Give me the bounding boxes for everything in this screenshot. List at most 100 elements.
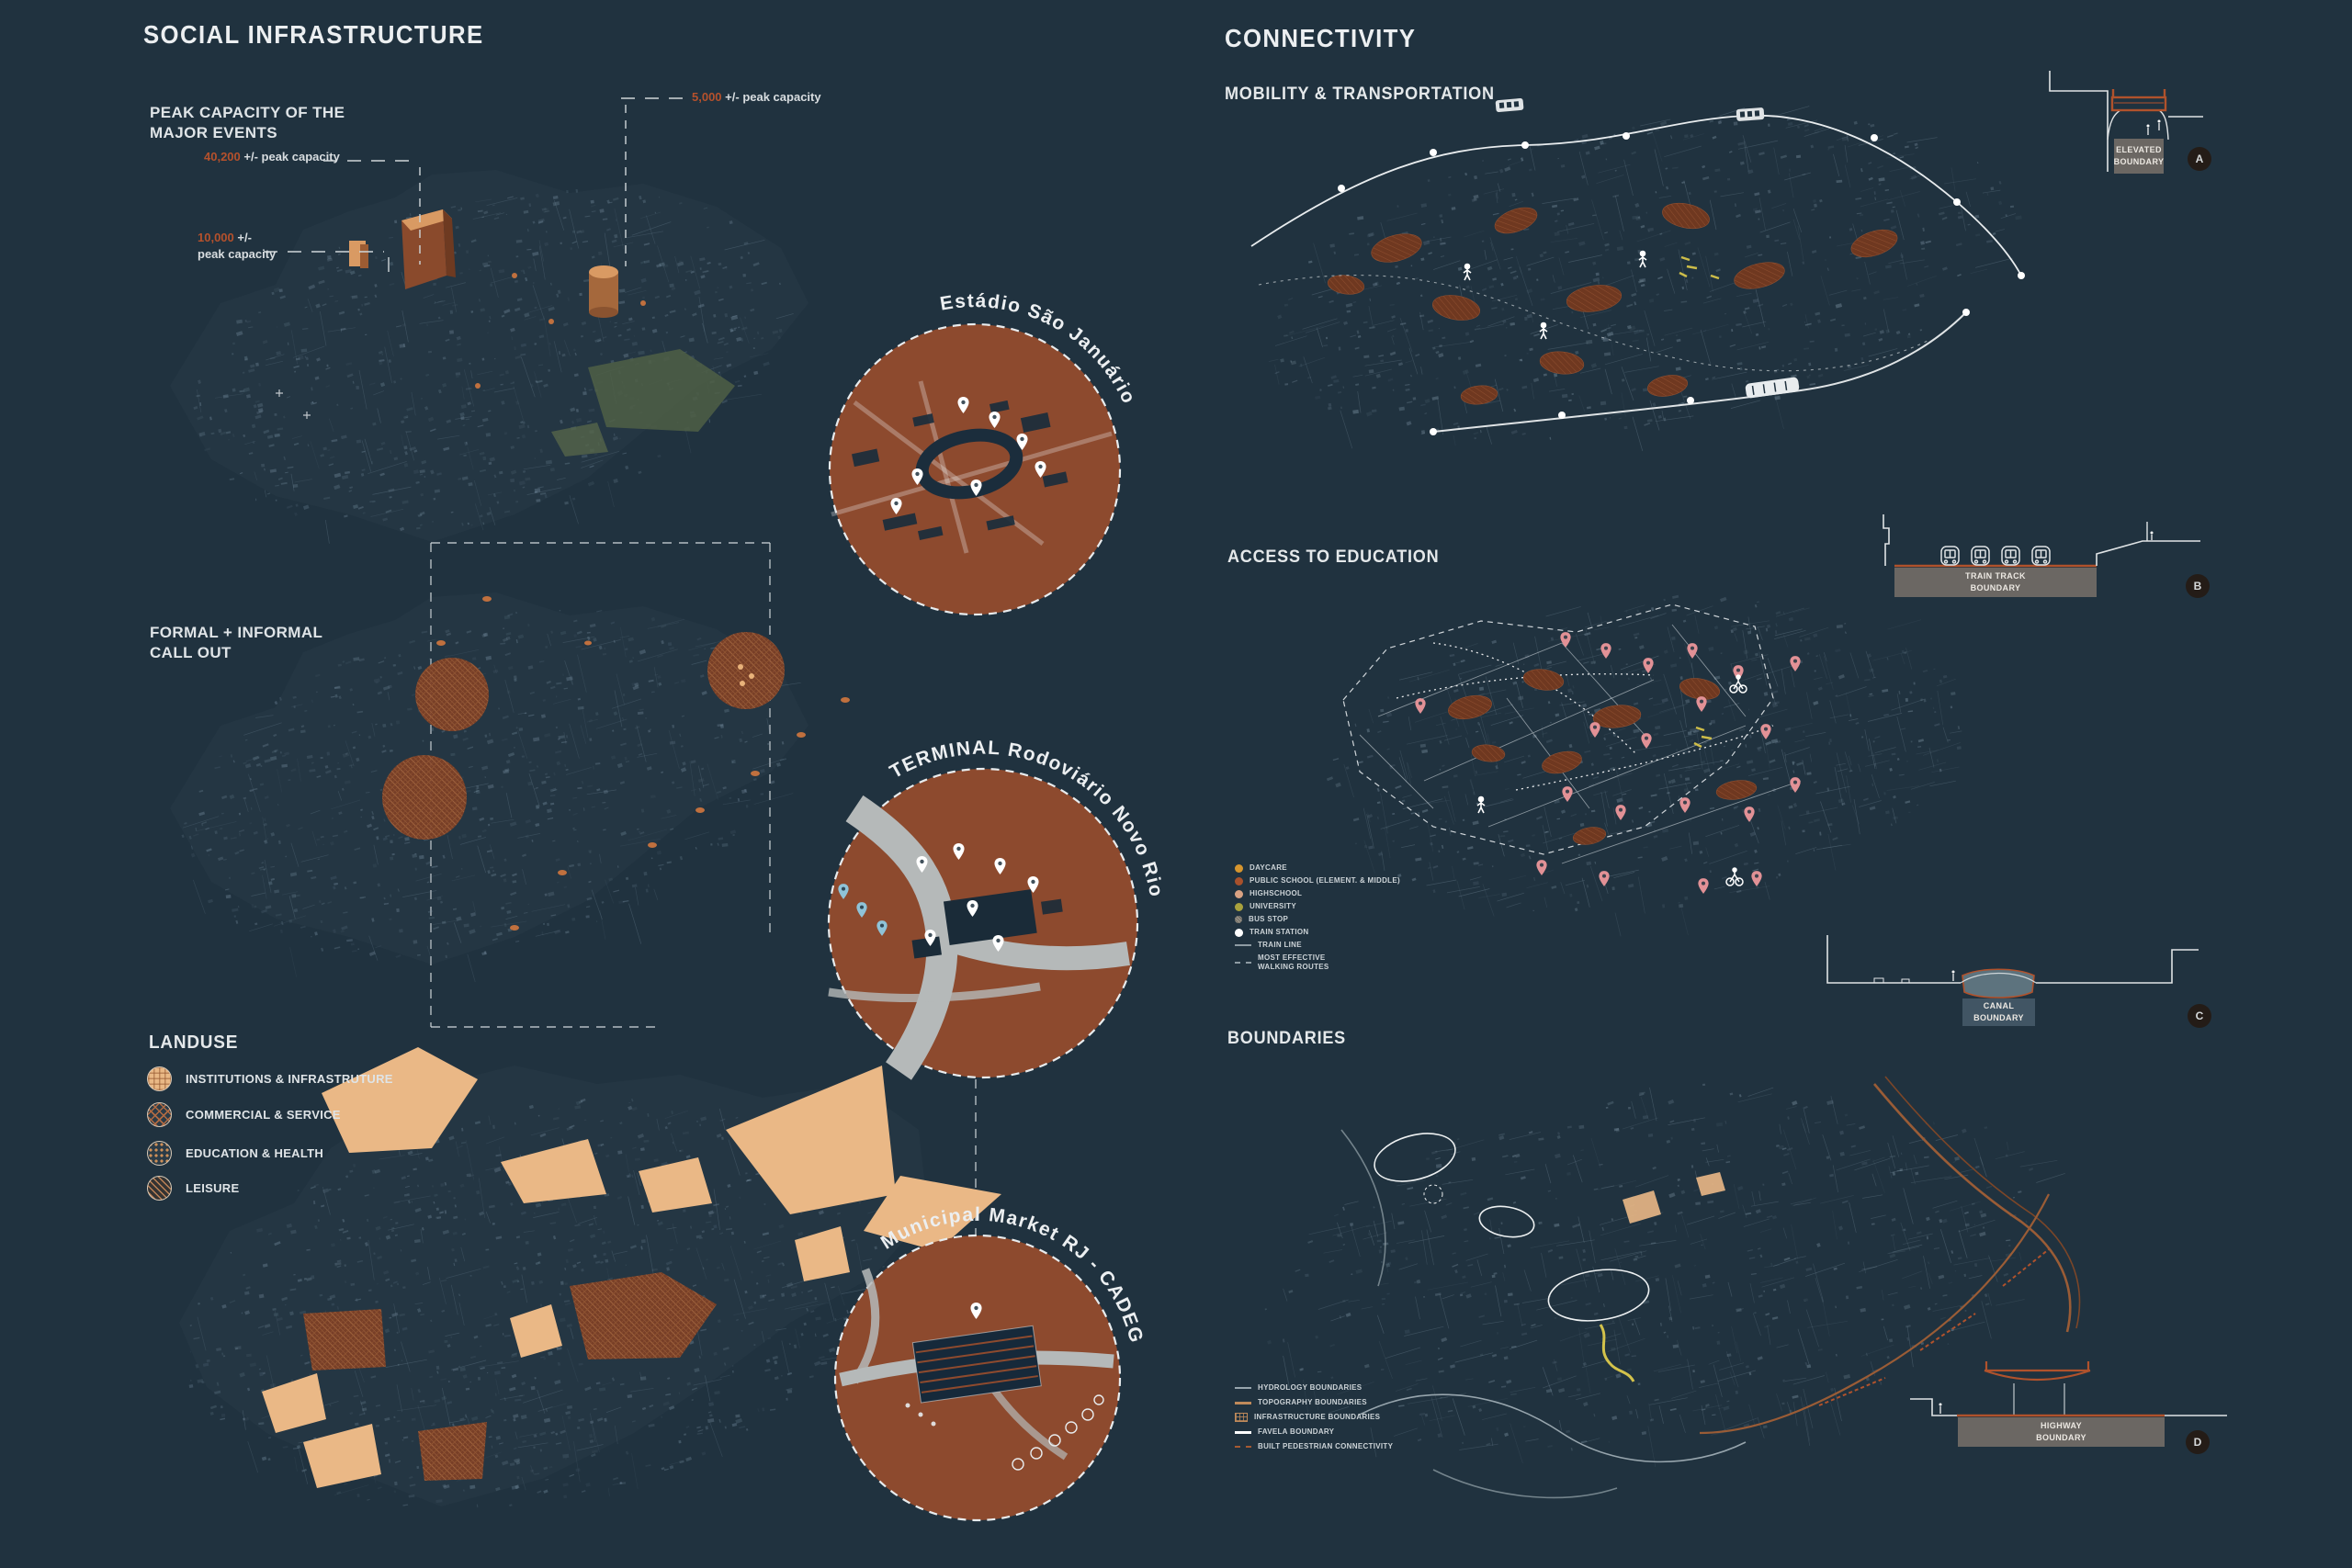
boundaries-tan-patches (1623, 1172, 1725, 1224)
peak-capacity-label: PEAK CAPACITY OF THE MAJOR EVENTS (150, 104, 345, 142)
landuse-tan-areas (262, 1047, 1001, 1488)
section-highway (1910, 1361, 2227, 1417)
public-school-dot-icon (1235, 876, 1243, 886)
highschool-dot-icon (1235, 889, 1243, 898)
building-10000 (349, 241, 368, 268)
legend-item-university: UNIVERSITY (1235, 902, 1400, 911)
topography-lines (1699, 1076, 2081, 1435)
pedestrian-dash-icon (1235, 1446, 1251, 1448)
social-infrastructure-title: SOCIAL INFRASTRUCTURE (143, 20, 484, 49)
map-mobility (1250, 97, 2025, 452)
education-streets (1359, 624, 1802, 864)
landuse-item-commercial: COMMERCIAL & SERVICE (147, 1102, 341, 1127)
legend-item-bus-stop: BUS STOP (1235, 915, 1400, 924)
education-yellow-marks (1693, 726, 1713, 749)
pedestrian-connectivity-lines (1818, 1248, 2050, 1406)
callout-market: Municipal Market RJ - CADEG (833, 1204, 1146, 1522)
institutions-swatch-icon (147, 1066, 172, 1091)
legend-item-train-station: TRAIN STATION (1235, 928, 1400, 937)
boundaries-legend: HYDROLOGY BOUNDARIES TOPOGRAPHY BOUNDARI… (1235, 1383, 1393, 1455)
education-favela-blobs (1448, 669, 1758, 845)
hydrology-line-icon (1235, 1386, 1251, 1390)
landuse-item-education: EDUCATION & HEALTH (147, 1141, 323, 1166)
market-trees (1012, 1394, 1104, 1471)
walking-routes-dash-icon (1235, 962, 1251, 964)
callout-estadio: Estádio São Januário (828, 290, 1138, 616)
legend-item-daycare: DAYCARE (1235, 863, 1400, 873)
mobility-heading: MOBILITY & TRANSPORTATION (1225, 85, 1495, 104)
favela-boundaries (1374, 1133, 1650, 1322)
landuse-title: LANDUSE (149, 1032, 239, 1053)
legend-item-highschool: HIGHSCHOOL (1235, 889, 1400, 898)
train-track-boundary-box: TRAIN TRACK BOUNDARY (1894, 568, 2097, 597)
yellow-river-mark (1599, 1324, 1635, 1382)
canal-boundary-box: CANAL BOUNDARY (1962, 998, 2035, 1026)
pedestrian-icons (1463, 250, 1647, 340)
train-icon (1745, 377, 1800, 399)
education-legend: DAYCARE PUBLIC SCHOOL (ELEMENT. & MIDDLE… (1235, 863, 1400, 976)
cyclist-icons (1725, 674, 1747, 886)
section-canal (1826, 935, 2199, 998)
callout-terminal: TERMINAL Rodoviário Novo Rio (827, 738, 1166, 1080)
section-badge-b: B (2186, 574, 2210, 598)
favela-callout (707, 632, 785, 709)
train-line-icon (1235, 943, 1251, 947)
annotation-lines (264, 97, 977, 1235)
annotation-5000: 5,000 +/- peak capacity (692, 90, 821, 104)
legend-item-favela: FAVELA BOUNDARY (1235, 1427, 1393, 1437)
education-boundary (1342, 604, 1774, 855)
annotation-10000: 10,000 +/- peak capacity (198, 231, 277, 261)
legend-item-infrastructure: INFRASTRUCTURE BOUNDARIES (1235, 1413, 1393, 1422)
landuse-item-institutions: INSTITUTIONS & INFRASTRUTURE (147, 1066, 393, 1091)
mobility-yellow-marks (1679, 255, 1720, 280)
bus-icon (1495, 97, 1524, 113)
section-badge-d: D (2186, 1430, 2210, 1454)
boundaries-heading: BOUNDARIES (1227, 1029, 1346, 1048)
section-elevated (2049, 71, 2203, 172)
walking-routes (1396, 642, 1774, 791)
formal-informal-label: FORMAL + INFORMAL CALL OUT (150, 624, 323, 662)
train-car-icons (1940, 546, 2051, 566)
education-heading: ACCESS TO EDUCATION (1227, 547, 1440, 567)
education-health-swatch-icon (147, 1141, 172, 1166)
infrastructure-box-icon (1235, 1413, 1248, 1422)
elevated-boundary-box: ELEVATED BOUNDARY (2114, 139, 2164, 174)
building-5000 (589, 265, 618, 318)
map-peak-capacity (170, 170, 808, 544)
bus-icon (1736, 107, 1765, 121)
market-warehouse (911, 1325, 1042, 1404)
landuse-item-leisure: LEISURE (147, 1176, 239, 1201)
map-landuse (179, 1047, 1001, 1508)
legend-item-walking-routes: MOST EFFECTIVE WALKING ROUTES (1235, 953, 1400, 972)
legend-item-topography: TOPOGRAPHY BOUNDARIES (1235, 1398, 1393, 1407)
section-train-track (1883, 514, 2200, 568)
park-area (588, 349, 735, 432)
topography-line-icon (1235, 1401, 1251, 1404)
connectivity-title: CONNECTIVITY (1225, 24, 1417, 52)
university-dot-icon (1235, 902, 1243, 911)
informal-dots (436, 596, 850, 931)
annotation-40200: 40,200 +/- peak capacity (204, 150, 340, 164)
daycare-dot-icon (1235, 863, 1243, 873)
favela-callout (415, 658, 489, 731)
map-boundaries (1264, 1076, 2081, 1499)
section-badge-a: A (2188, 147, 2211, 171)
favela-callout (382, 755, 467, 840)
legend-item-hydrology: HYDROLOGY BOUNDARIES (1235, 1383, 1393, 1393)
section-badge-c: C (2188, 1004, 2211, 1028)
mobility-favela-blobs (1327, 202, 1898, 405)
commercial-swatch-icon (147, 1102, 172, 1127)
legend-item-train-line: TRAIN LINE (1235, 941, 1400, 950)
train-station-dot-icon (1235, 928, 1243, 937)
highway-boundary-box: HIGHWAY BOUNDARY (1958, 1417, 2165, 1447)
bus-stop-dot-icon (1235, 916, 1242, 923)
favela-line-icon (1235, 1430, 1251, 1434)
map-formal-informal (170, 592, 850, 982)
building-40200 (401, 209, 456, 289)
terminal-buildings (911, 889, 1063, 959)
legend-item-pedestrian: BUILT PEDESTRIAN CONNECTIVITY (1235, 1442, 1393, 1451)
map-education (1326, 594, 1962, 937)
pedestrian-icon (1476, 795, 1486, 814)
